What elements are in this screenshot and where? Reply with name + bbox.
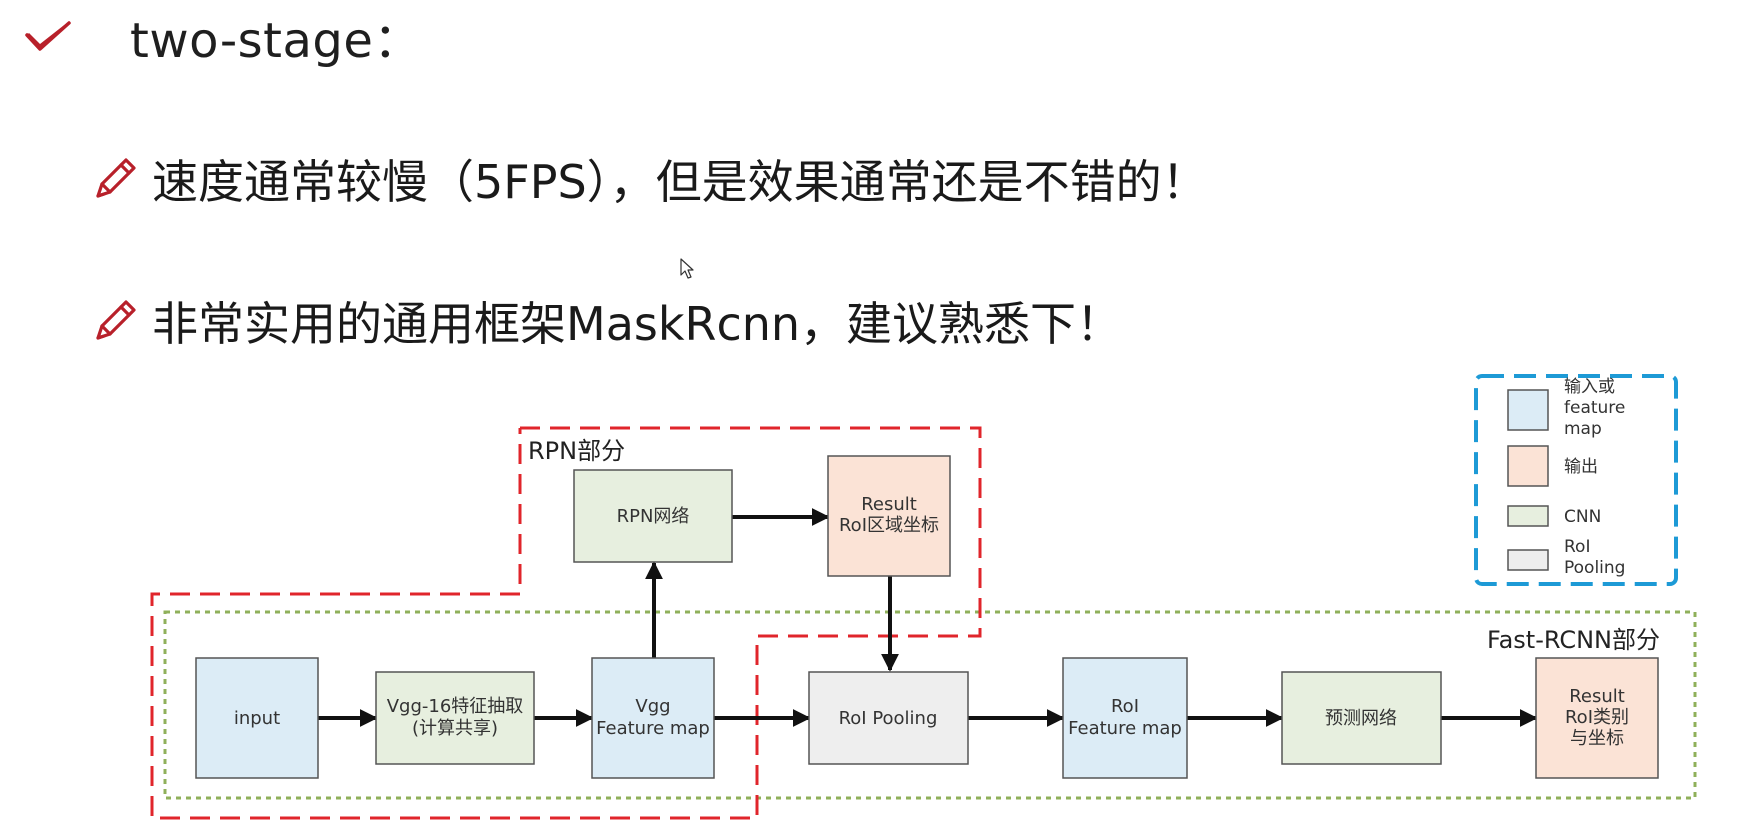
bullet-maskrcnn: 非常实用的通用框架MaskRcnn，建议熟悉下！ <box>90 286 1122 356</box>
fast-rcnn-region-label: Fast-RCNN部分 <box>1487 626 1660 654</box>
bullet-text: 非常实用的通用框架MaskRcnn，建议熟悉下！ <box>152 297 1123 351</box>
legend-label-input-2: feature <box>1564 398 1625 418</box>
legend-frame <box>1474 374 1678 586</box>
rpn-result-box <box>827 455 951 577</box>
legend-swatch-roi <box>1507 549 1549 571</box>
rpn-network-box <box>573 469 733 563</box>
prediction-network-box <box>1281 671 1442 765</box>
legend-swatch-output <box>1507 445 1549 487</box>
vgg-feature-map-sublabel: Feature map <box>596 718 710 739</box>
vgg-feature-map-box <box>591 657 715 779</box>
input-box <box>195 657 319 779</box>
arrows <box>318 508 1538 727</box>
legend-label-cnn: CNN <box>1564 507 1601 527</box>
roi-pooling-box <box>808 671 969 765</box>
mouse-cursor-icon <box>680 258 694 279</box>
rpn-region <box>150 426 982 820</box>
checkmark-icon <box>25 21 71 51</box>
roi-pooling-label: RoI Pooling <box>839 708 938 729</box>
legend-label-input: 输入或 <box>1564 377 1615 397</box>
final-result-box <box>1535 657 1659 779</box>
final-result-label: Result <box>1569 686 1625 707</box>
pencil-icon <box>96 300 136 340</box>
roi-feature-map-box <box>1062 657 1188 779</box>
fast-rcnn-region <box>163 610 1697 800</box>
rpn-result-sublabel: RoI区域坐标 <box>839 515 939 536</box>
vgg16-extractor-sublabel: (计算共享) <box>412 718 498 739</box>
rpn-network-label: RPN网络 <box>617 506 690 527</box>
pencil-icon <box>96 158 136 198</box>
prediction-network-label: 预测网络 <box>1325 708 1397 729</box>
rpn-result-label: Result <box>861 494 917 515</box>
bullet-speed: 速度通常较慢（5FPS），但是效果通常还是不错的！ <box>90 144 1208 214</box>
final-result-sublabel: RoI类别 <box>1565 707 1629 728</box>
heading-row: two-stage： <box>24 4 422 69</box>
legend-label-output: 输出 <box>1564 457 1598 477</box>
input-box-label: input <box>234 708 280 729</box>
roi-feature-map-sublabel: Feature map <box>1068 718 1182 739</box>
vgg16-extractor-label: Vgg-16特征抽取 <box>387 696 524 717</box>
roi-feature-map-label: RoI <box>1111 696 1139 717</box>
legend-swatch-input <box>1507 389 1549 431</box>
legend-label-roi-2: Pooling <box>1564 558 1625 578</box>
page-title: two-stage： <box>130 13 422 69</box>
legend-label-roi: RoI <box>1564 537 1590 557</box>
legend-label-input-3: map <box>1564 419 1602 439</box>
bullet-text: 速度通常较慢（5FPS），但是效果通常还是不错的！ <box>152 155 1208 209</box>
final-result-sublabel-2: 与坐标 <box>1570 728 1624 749</box>
rpn-region-label: RPN部分 <box>528 437 625 465</box>
vgg-feature-map-label: Vgg <box>635 696 670 717</box>
vgg16-extractor-box <box>375 671 535 765</box>
legend-swatch-cnn <box>1507 505 1549 527</box>
